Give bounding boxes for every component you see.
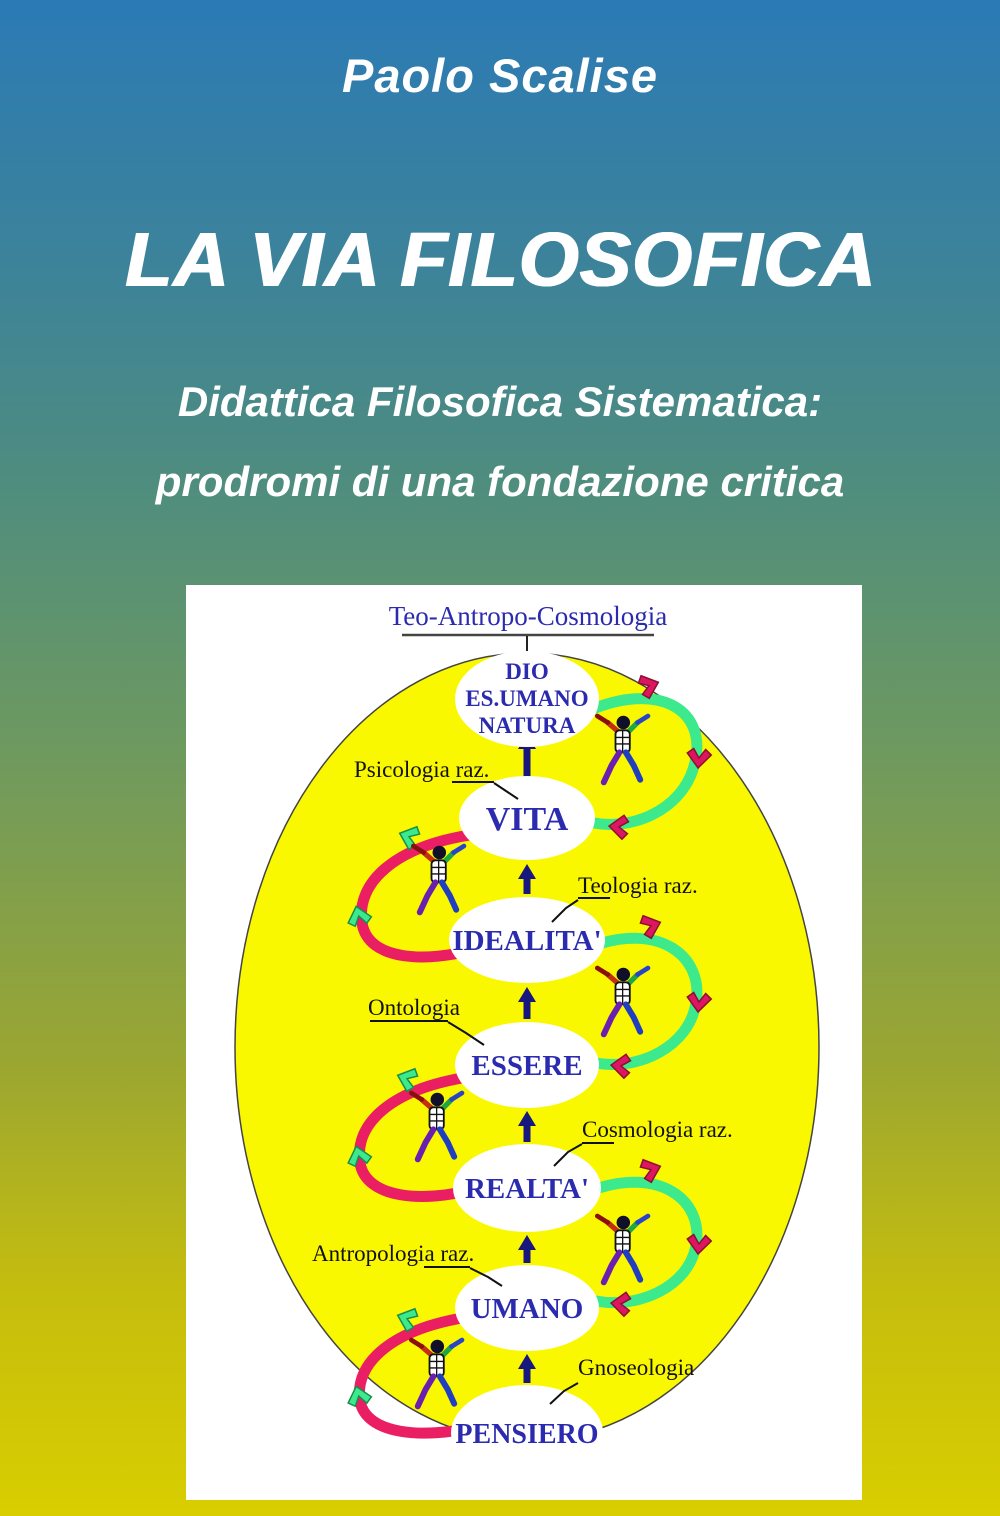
node-label-umano: UMANO: [471, 1293, 584, 1325]
up-arrow-icon: [518, 1235, 536, 1263]
node-oval-vita: [459, 776, 595, 860]
cover-subtitle-line-2: prodromi di una fondazione critica: [155, 458, 845, 505]
node-label-essere: ESSERE: [471, 1050, 582, 1082]
cover-subtitle-line-1: Didattica Filosofica Sistematica:: [177, 378, 823, 425]
node-labels: DIO ES.UMANO NATURA VITA IDEALITA' ESSER…: [452, 659, 601, 1450]
side-label-connector: [493, 782, 519, 800]
node-oval-pensiero: [451, 1385, 603, 1481]
side-label-connector: [469, 1267, 503, 1287]
side-label-psicologia: Psicologia raz.: [354, 757, 489, 782]
node-label-dio: DIO: [505, 659, 548, 684]
node-label-realta: REALTA': [465, 1173, 589, 1205]
up-arrow-icon: [518, 987, 536, 1019]
side-label-ontologia: Ontologia: [368, 995, 460, 1020]
philosophy-diagram: Teo-Antropo-Cosmologia: [234, 601, 820, 1481]
node-oval-umano: [455, 1265, 599, 1351]
ascent-arrows: [518, 733, 536, 1383]
cover-title: LA VIA FILOSOFICA: [124, 217, 876, 303]
side-label-connector: [447, 1021, 485, 1046]
node-label-vita: VITA: [486, 801, 569, 838]
side-label-cosmologia: Cosmologia raz.: [582, 1117, 733, 1142]
ribbon-pink-1: [355, 829, 482, 963]
cover-author: Paolo Scalise: [341, 49, 659, 102]
side-label-connector: [551, 899, 579, 923]
up-arrow-icon: [518, 1111, 536, 1142]
up-arrow-icon: [518, 1354, 536, 1383]
node-label-es-umano: ES.UMANO: [465, 686, 588, 711]
side-label-teologia: Teologia raz.: [578, 873, 698, 898]
node-oval-dio: [455, 651, 599, 747]
ribbon-pink-2: [353, 1071, 480, 1202]
node-label-natura: NATURA: [479, 713, 576, 738]
node-oval-idealita: [449, 897, 605, 983]
side-label-antropologia: Antropologia raz.: [312, 1241, 474, 1266]
node-oval-essere: [455, 1022, 599, 1108]
node-label-idealita: IDEALITA': [452, 925, 601, 957]
diagram-panel: Teo-Antropo-Cosmologia: [186, 585, 862, 1500]
side-label-connector: [549, 1382, 579, 1405]
node-oval-realta: [453, 1144, 601, 1232]
diagram-title: Teo-Antropo-Cosmologia: [389, 601, 668, 631]
side-labels: Psicologia raz. Teologia raz. Ontologia …: [312, 757, 733, 1405]
node-ovals: [449, 651, 605, 1481]
node-label-pensiero: PENSIERO: [455, 1419, 598, 1450]
ribbon-pink-3: [353, 1311, 480, 1439]
side-label-gnoseologia: Gnoseologia: [578, 1355, 694, 1380]
up-arrow-icon: [518, 864, 536, 894]
side-label-connector: [553, 1143, 583, 1167]
